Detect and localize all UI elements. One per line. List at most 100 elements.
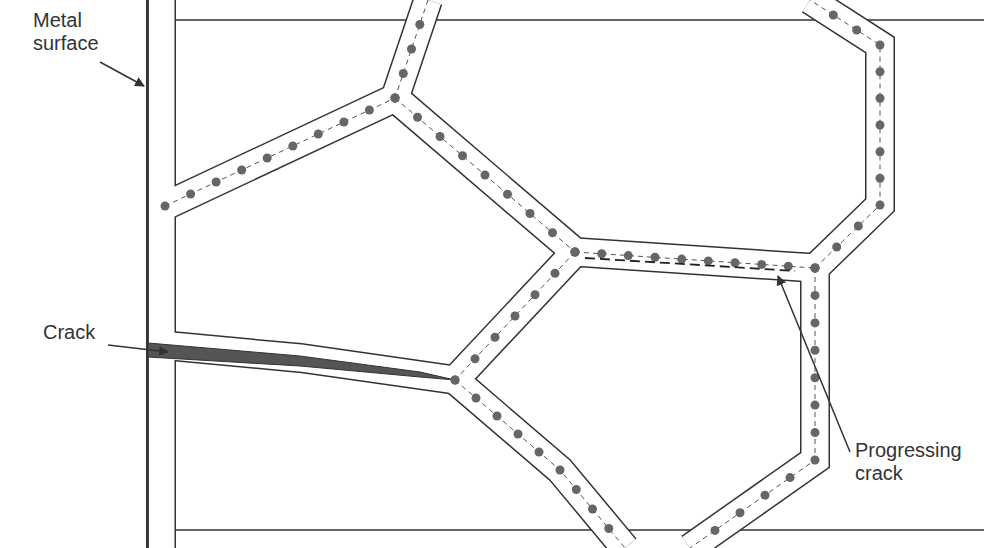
precipitate-dot xyxy=(811,456,820,465)
precipitate-dot xyxy=(391,94,400,103)
leader-arrow xyxy=(778,276,850,452)
precipitate-dot xyxy=(481,171,490,180)
precipitate-dot xyxy=(876,94,885,103)
precipitate-dot xyxy=(263,154,272,163)
boundary-centerline xyxy=(395,98,575,252)
boundary-edge xyxy=(810,0,880,268)
boundary-band xyxy=(810,0,880,268)
precipitate-dot xyxy=(876,147,885,156)
precipitate-dot xyxy=(811,264,820,273)
precipitate-dot xyxy=(711,526,720,535)
precipitate-dot xyxy=(651,253,660,262)
crack xyxy=(148,343,455,380)
boundary-band xyxy=(395,98,575,252)
boundary-edge xyxy=(395,98,575,252)
precipitate-dot xyxy=(571,248,580,257)
precipitate-dot xyxy=(876,174,885,183)
boundary-band xyxy=(395,0,428,98)
precipitate-dot xyxy=(399,69,408,78)
boundary-edge xyxy=(455,252,575,380)
precipitate-dot xyxy=(597,249,606,258)
boundary-centerline xyxy=(690,268,815,548)
precipitate-dot xyxy=(451,376,460,385)
precipitate-dot xyxy=(624,251,633,260)
boundary-band xyxy=(455,252,575,380)
precipitate-dot xyxy=(237,166,246,175)
precipitate-dot xyxy=(339,118,348,127)
precipitate-dot xyxy=(535,448,544,457)
precipitate-dot xyxy=(531,290,540,299)
precipitate-dot xyxy=(391,94,400,103)
boundary-edge xyxy=(455,380,625,548)
precipitate-dot xyxy=(811,346,820,355)
precipitate-dot xyxy=(548,228,557,237)
boundary-centerline xyxy=(165,98,395,206)
precipitate-dot xyxy=(704,256,713,265)
precipitate-dot xyxy=(757,260,766,269)
metal-surface-line xyxy=(147,0,149,548)
precipitate-dot xyxy=(829,11,838,20)
precipitate-dot xyxy=(413,113,422,122)
precipitate-dot xyxy=(811,291,820,300)
precipitate-dot xyxy=(876,121,885,130)
progressing-crack xyxy=(585,258,795,271)
precipitate-dot xyxy=(811,401,820,410)
precipitate-dot xyxy=(736,508,745,517)
precipitate-dot xyxy=(852,26,861,35)
precipitate-dot xyxy=(854,222,863,231)
precipitate-dot xyxy=(677,255,686,264)
precipitate-dot xyxy=(511,312,520,321)
precipitate-dot xyxy=(571,248,580,257)
precipitate-dot xyxy=(556,466,565,475)
precipitate-dot xyxy=(471,354,480,363)
precipitate-dot xyxy=(451,376,460,385)
precipitate-dot xyxy=(876,41,885,50)
precipitate-dot xyxy=(588,505,597,514)
precipitate-dot xyxy=(212,178,221,187)
surface-ground xyxy=(149,0,162,548)
precipitate-dot xyxy=(811,264,820,273)
leader-arrow xyxy=(100,62,144,86)
callout-label: Metal surface xyxy=(30,8,116,56)
boundary-band xyxy=(455,380,625,548)
precipitate-dot xyxy=(811,264,820,273)
precipitate-dot xyxy=(288,142,297,151)
boundary-centerline xyxy=(810,0,880,268)
precipitate-dot xyxy=(761,491,770,500)
callout-label: Progressing crack xyxy=(852,438,976,486)
precipitate-dot xyxy=(876,67,885,76)
precipitate-dot xyxy=(811,428,820,437)
precipitate-dot xyxy=(832,243,841,252)
precipitate-dot xyxy=(503,190,512,199)
boundary-band xyxy=(690,268,815,548)
boundary-edge xyxy=(146,0,176,548)
grain-edge xyxy=(175,529,984,531)
metal-surface-line xyxy=(147,0,149,548)
callout-label: Crack xyxy=(40,320,106,345)
precipitate-dot xyxy=(415,20,424,29)
boundary-centerline xyxy=(455,380,625,548)
boundary-band xyxy=(148,0,175,548)
precipitate-dot xyxy=(472,394,481,403)
precipitate-dot xyxy=(876,201,885,210)
boundary-edge xyxy=(690,268,815,548)
precipitate-dot xyxy=(571,248,580,257)
boundary-centerline xyxy=(455,252,575,380)
precipitate-dot xyxy=(491,333,500,342)
precipitate-dot xyxy=(811,318,820,327)
precipitate-dot xyxy=(731,258,740,267)
precipitate-dot xyxy=(391,94,400,103)
boundary-edge xyxy=(575,252,815,268)
precipitate-dot xyxy=(493,412,502,421)
boundary-edge xyxy=(165,98,395,206)
precipitate-dot xyxy=(186,190,195,199)
precipitate-dot xyxy=(514,430,523,439)
boundary-centerline xyxy=(575,252,815,268)
boundary-edge xyxy=(395,0,428,98)
leader-arrow xyxy=(108,345,168,352)
boundary-centerline xyxy=(395,0,428,98)
precipitate-dot xyxy=(314,130,323,139)
precipitate-dot xyxy=(407,45,416,54)
precipitate-dot xyxy=(436,132,445,141)
